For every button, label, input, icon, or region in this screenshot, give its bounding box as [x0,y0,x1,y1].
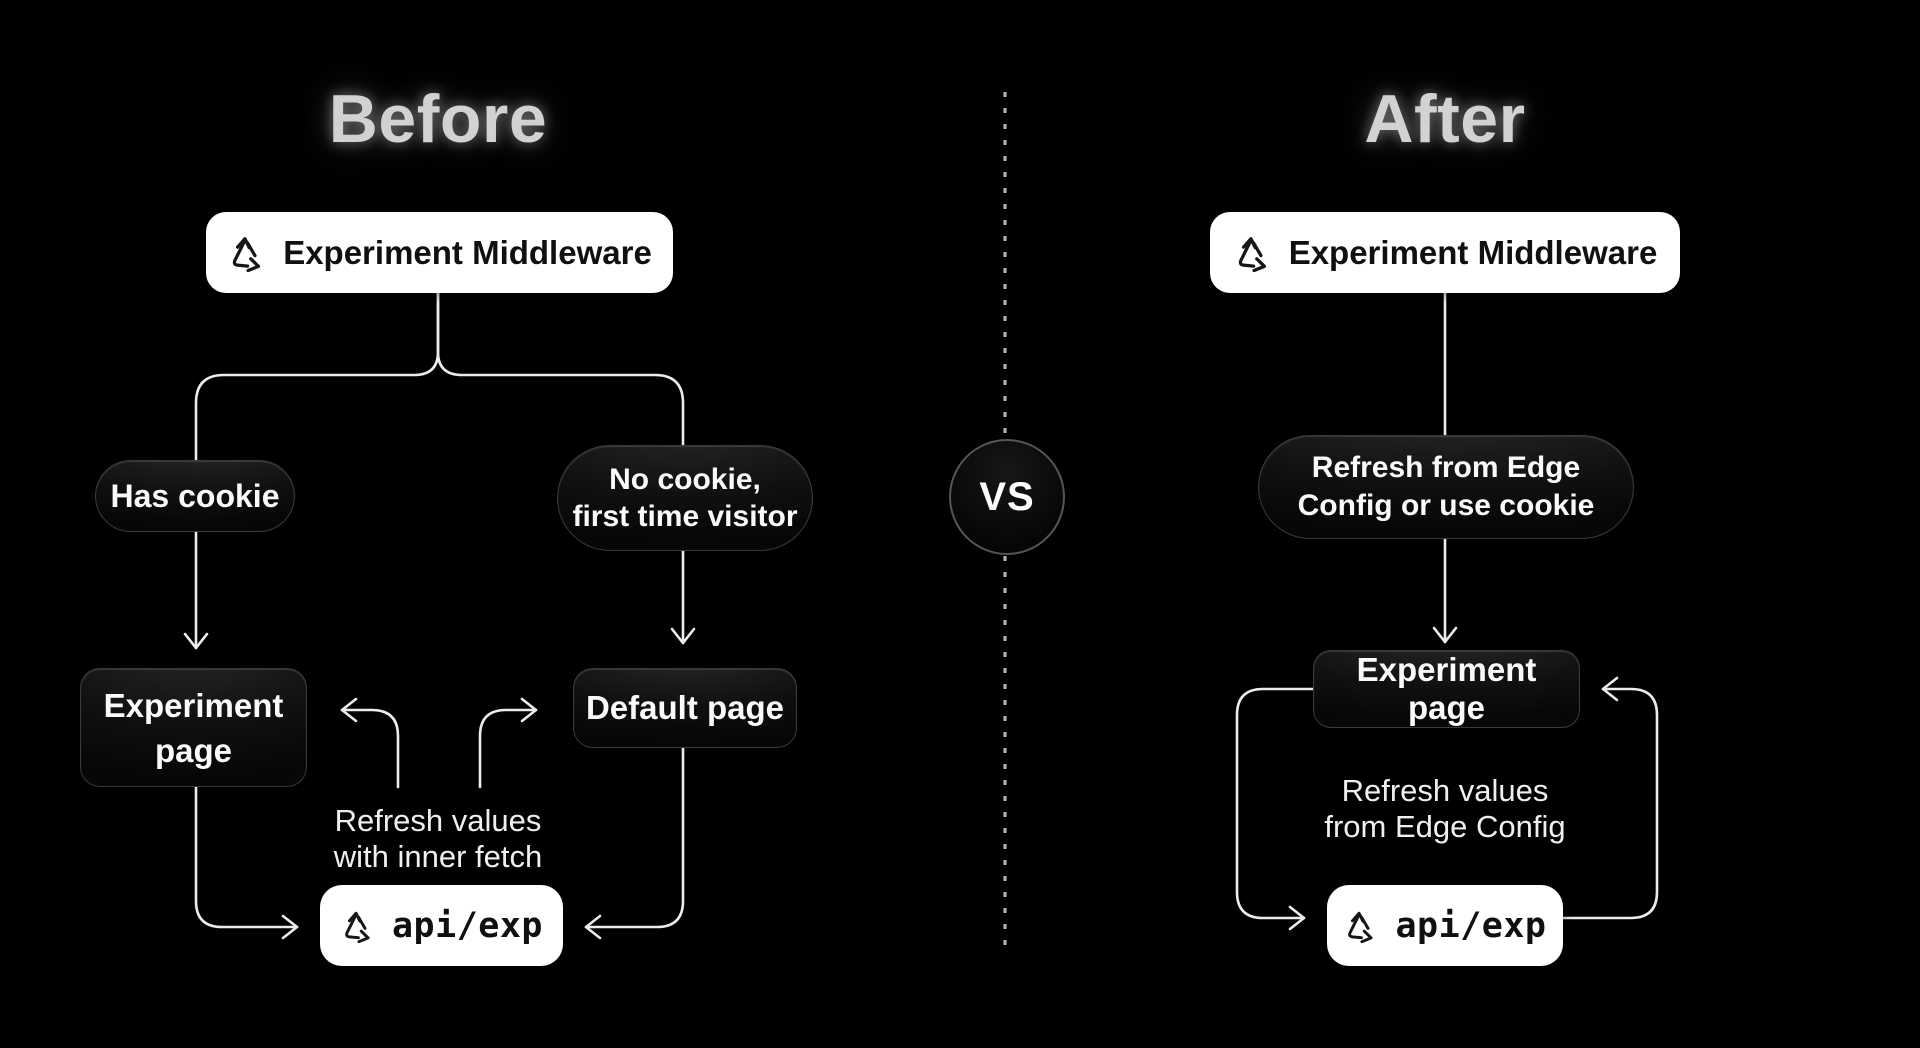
after-middleware-node: Experiment Middleware [1210,212,1680,293]
connector-middleware-to-has-cookie [183,291,440,650]
after-refresh-note: Refresh values from Edge Config [1295,773,1595,845]
default-page-node: Default page [573,668,797,748]
refresh-note-line-1: Refresh values [334,803,542,838]
refresh-from-edge-config-pill: Refresh from Edge Config or use cookie [1258,435,1634,539]
connector-inner-fetch-to-experiment-page [340,697,400,789]
connector-loop-experiment-page-to-api [1235,687,1315,931]
connector-middleware-to-no-cookie [436,291,696,645]
before-experiment-page-node: Experiment page [80,668,307,787]
refresh-note-line-2: from Edge Config [1324,809,1566,844]
before-api-endpoint-label: api/exp [391,905,543,946]
refresh-pill-line-2: Config or use cookie [1297,489,1595,522]
before-title: Before [328,81,548,157]
after-title: After [1364,81,1526,157]
after-experiment-page-node: Experiment page [1313,650,1580,728]
connector-inner-fetch-to-default-page [478,697,538,789]
experiment-cycle-logo-icon [1348,911,1374,943]
after-api-endpoint-node: api/exp [1327,885,1563,966]
no-cookie-line-1: No cookie, [609,463,761,496]
after-middleware-label: Experiment Middleware [1288,233,1658,271]
vs-label: VS [979,474,1035,519]
experiment-page-line-1: Experiment [103,686,284,724]
connector-experiment-page-to-api [194,785,299,940]
before-middleware-node: Experiment Middleware [206,212,673,293]
has-cookie-pill: Has cookie [95,460,295,532]
vs-badge: VS [949,439,1065,555]
before-refresh-note: Refresh values with inner fetch [288,803,588,875]
refresh-pill-line-1: Refresh from Edge [1311,451,1581,484]
after-experiment-page-label: Experiment page [1356,651,1537,726]
default-page-label: Default page [585,689,785,726]
experiment-cycle-logo-icon [232,236,261,272]
no-cookie-pill: No cookie, first time visitor [557,445,813,551]
experiment-page-line-2: page [154,731,233,769]
before-api-endpoint-node: api/exp [320,885,563,966]
connector-loop-api-to-experiment-page [1561,676,1659,920]
after-api-endpoint-label: api/exp [1395,905,1547,946]
experiment-cycle-logo-icon [1238,236,1266,272]
has-cookie-label: Has cookie [110,477,280,514]
experiment-cycle-logo-icon [345,911,370,943]
refresh-note-line-1: Refresh values [1341,773,1549,808]
no-cookie-line-2: first time visitor [572,500,798,533]
before-middleware-label: Experiment Middleware [283,233,652,271]
connector-default-page-to-api [584,746,685,940]
refresh-note-line-2: with inner fetch [333,839,543,874]
